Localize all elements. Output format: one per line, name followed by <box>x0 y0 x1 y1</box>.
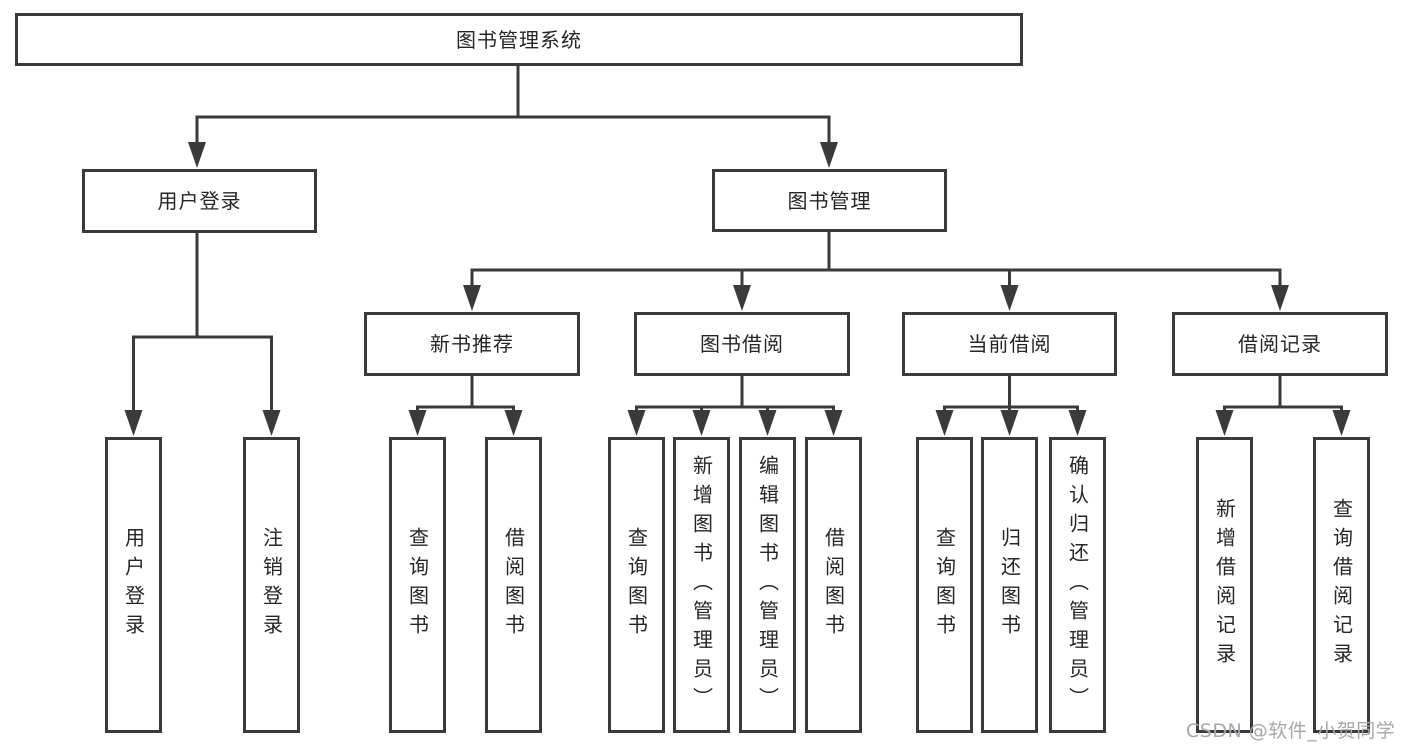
connector-current-borrowing-to-leaves <box>935 376 1087 436</box>
leaf-query-books-current: 查询图书 <box>916 437 973 733</box>
leaf-query-borrow-record: 查询借阅记录 <box>1313 437 1370 733</box>
node-current-borrowing: 当前借阅 <box>902 312 1117 376</box>
connector-book-management-to-level3 <box>463 232 1289 311</box>
node-user-login: 用户登录 <box>82 169 317 233</box>
connector-user-login-to-leaves <box>124 233 281 436</box>
leaf-logout: 注销登录 <box>243 437 300 733</box>
leaf-return-books: 归还图书 <box>981 437 1038 733</box>
leaf-add-borrow-record: 新增借阅记录 <box>1196 437 1253 733</box>
connector-borrowing-records-to-leaves <box>1215 376 1351 436</box>
node-library-management-system: 图书管理系统 <box>15 13 1023 66</box>
connector-root-to-level2 <box>188 66 838 168</box>
node-book-borrowing: 图书借阅 <box>634 312 850 376</box>
leaf-add-books-admin: 新增图书（管理员） <box>673 437 730 733</box>
leaf-borrow-books-borrowing: 借阅图书 <box>805 437 862 733</box>
node-new-book-recommendation: 新书推荐 <box>364 312 580 376</box>
leaf-query-books-recommend: 查询图书 <box>389 437 446 733</box>
leaf-user-login: 用户登录 <box>105 437 162 733</box>
leaf-query-books-borrowing: 查询图书 <box>608 437 665 733</box>
leaf-edit-books-admin: 编辑图书（管理员） <box>739 437 796 733</box>
node-borrowing-records: 借阅记录 <box>1172 312 1388 376</box>
leaf-borrow-books-recommend: 借阅图书 <box>485 437 542 733</box>
leaf-confirm-return-admin: 确认归还（管理员） <box>1049 437 1106 733</box>
connector-new-book-recommendation-to-leaves <box>408 376 523 436</box>
node-book-management: 图书管理 <box>712 169 947 232</box>
watermark-csdn: CSDN @软件_小贺同学 <box>1186 720 1396 742</box>
connector-book-borrowing-to-leaves <box>627 376 843 436</box>
